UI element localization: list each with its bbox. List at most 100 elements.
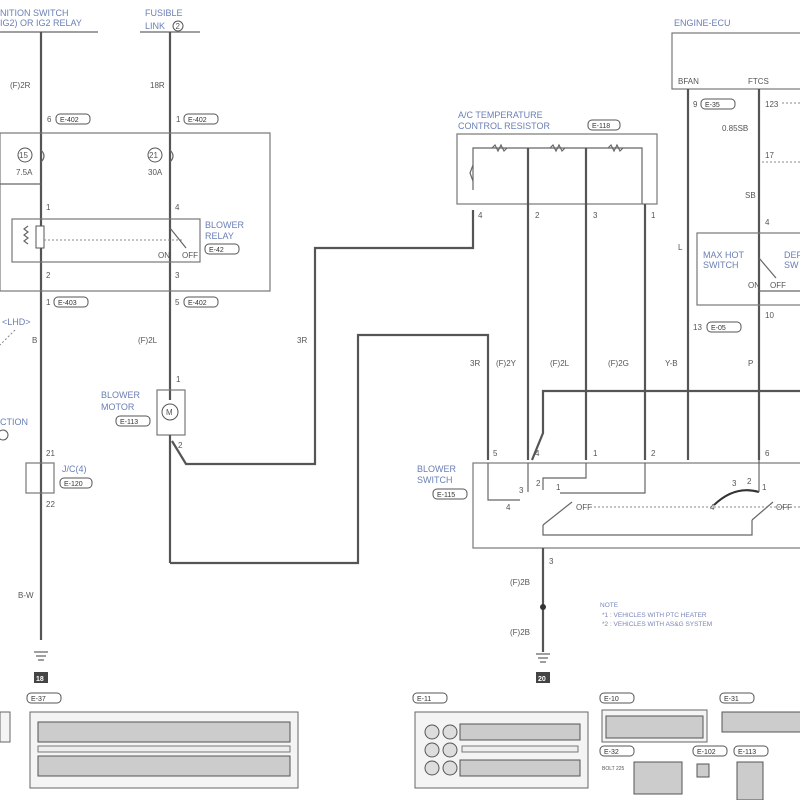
motor-return-wire [170,333,490,565]
connector-c5-caption: BOLT 225 [602,766,625,772]
relay-out2-tag [183,296,219,308]
fl-conn-tag [183,113,219,125]
cross-wire-code: 3R [297,336,307,345]
relay-out1-text: E-403 [58,300,77,307]
connector-view-c2-label: E-11 [417,696,431,703]
ecu-wire-yb-code: Y-B [665,359,678,368]
relay-pin-4: 4 [175,203,180,212]
bs-internal-2 [560,463,646,494]
ecu-bfan-conn-tag [700,98,736,110]
jc4-conn-tag [59,477,93,489]
ecu-bfan-conn-text: E-35 [705,102,720,109]
sb-wire-code: SB [745,191,756,200]
sw2-off-label: OFF [776,503,792,512]
fusible-link-label-2: LINK [145,21,165,31]
sw2-pos-4: 4 [710,503,715,512]
bs-rotary-contact [542,501,573,526]
sw-pos-2: 2 [536,479,541,488]
connector-c1-divider [37,745,291,753]
fuse-1-number: 15 [19,151,28,160]
connector-c2-large-pin-3 [424,742,440,758]
ign-conn-pin: 6 [47,115,52,124]
connector-view-c7 [736,761,764,800]
engine-ecu-box [671,32,800,90]
connector-view-c7-label: E-113 [738,749,756,756]
relay-out1-pin: 1 [46,298,51,307]
connector-view-c7-tag [733,745,769,757]
jc-pin-22: 22 [46,500,55,509]
ground-left-badge [34,672,48,683]
motor-pin-2: 2 [178,441,183,450]
relay-contact [169,227,187,249]
res-pin-1: 1 [651,211,656,220]
max-hot-pin-4: 4 [765,218,770,227]
relay-out1-tag [53,296,89,308]
jc4-conn-text: E-120 [64,481,83,488]
connector-c2-large-pin-6 [442,760,458,776]
yb-conn-tag [706,321,742,333]
blower-relay-box [11,218,201,263]
blower-relay-conn-tag [204,243,240,255]
sw-pos-1: 1 [556,483,561,492]
fuse-2-number: 21 [149,151,158,160]
fuse-2-badge [147,147,163,163]
max-hot-label-1: MAX HOT [703,250,745,260]
sw2-pos-3: 3 [732,479,737,488]
ac-resistor-label-1: A/C TEMPERATURE [458,110,543,120]
connector-view-c2-tag [412,692,448,704]
motor-icon [161,403,179,421]
connector-c2-slot [461,745,579,753]
connector-view-c6 [696,763,710,778]
connector-c1-row-1 [37,721,291,743]
sw2-pos-1: 1 [762,483,767,492]
connector-c2-large-pin-1 [424,724,440,740]
ac-resistor-box [456,133,658,205]
fusible-link-label-1: FUSIBLE [145,8,183,18]
sw2-pos-2: 2 [747,477,752,486]
resistor-2-icon [549,143,566,153]
motor-in-wire-code: (F)2L [138,336,158,345]
blower-motor-conn-tag [115,415,151,427]
ac-resistor-bus [472,147,643,204]
yb-pin-number: 13 [693,323,702,332]
ground-splice [540,604,546,610]
connector-c2-large-pin-5 [424,760,440,776]
relay-off-label: OFF [182,251,198,260]
blower-switch-label-2: SWITCH [417,475,453,485]
ground-left-icon [34,651,48,661]
relay-resistor-symbol [23,225,29,245]
ecu-pin-bfan: BFAN [678,77,699,86]
engine-ecu-label: ENGINE-ECU [674,18,731,28]
ground-right-icon [536,653,550,663]
fuse-1-rating: 7.5A [16,168,33,177]
blower-switch-conn-tag [432,488,468,500]
bs-pin-5: 5 [493,449,498,458]
jc-pin-21: 21 [46,449,55,458]
note-title: NOTE [600,602,619,609]
relay-coil-symbol [35,225,45,249]
fl-conn-text: E-402 [188,117,207,124]
fusible-link-number: 2 [176,22,181,31]
ecu-to-bs4-wire [530,389,800,461]
ac-resistor-conn-text: E-118 [592,123,610,130]
bs-wire-4-code: (F)2Y [496,359,517,368]
resistor-thermal-switch [469,164,474,182]
bs-pin-2: 2 [651,449,656,458]
blower-relay-label-1: BLOWER [205,220,245,230]
relay-pin-2: 2 [46,271,51,280]
ground-left-number: 18 [36,676,44,683]
connector-c2-large-pin-4 [442,742,458,758]
sw2-contact [751,501,774,521]
connector-view-c3-tag [599,692,635,704]
blower-motor-label-2: MOTOR [101,402,135,412]
bs-pin-4: 4 [535,449,540,458]
fuse-1-badge [17,147,33,163]
p-wire-code: P [748,359,753,368]
ignition-switch-label-1: NITION SWITCH [0,8,69,18]
blower-switch-label-1: BLOWER [417,464,457,474]
note-line-2: *2 : VEHICLES WITH AS&G SYSTEM [602,621,712,628]
motor-glyph: M [166,408,173,417]
connector-view-c6-tag [692,745,728,757]
note-line-1: *1 : VEHICLES WITH PTC HEATER [602,612,707,619]
